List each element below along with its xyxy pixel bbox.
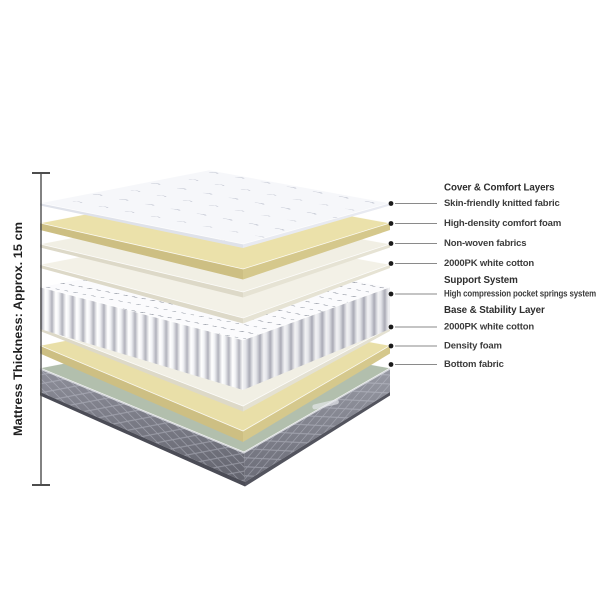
label-pocket-springs: High compression pocket springs system (444, 289, 596, 300)
leader-line-white-cotton-bottom (388, 324, 437, 330)
bottom-fabric-quilt-left (40, 368, 245, 482)
bottom-fabric-rim-right (245, 392, 390, 487)
section-header-support: Support System (444, 275, 518, 286)
leader-line-density-foam (388, 343, 437, 349)
white-cotton-top-side-left (40, 264, 243, 324)
label-comfort-foam: High-density comfort foam (444, 218, 561, 229)
section-header-base: Base & Stability Layer (444, 305, 545, 316)
layer-knitted-fabric (39, 169, 391, 248)
density-foam-side-right (243, 345, 390, 442)
label-density-foam: Density foam (444, 341, 502, 352)
leader-lines (388, 201, 437, 367)
comfort-foam-side-right (243, 223, 390, 280)
label-white-cotton-bottom: 2000PK white cotton (444, 322, 534, 333)
leader-line-white-cotton-top (388, 261, 437, 266)
layer-labels: Cover & Comfort Layers Skin-friendly kni… (444, 183, 596, 370)
bottom-fabric-quilt-right (244, 368, 390, 482)
thickness-dimension: Mattress Thickness: Approx. 15 cm (13, 172, 50, 486)
knitted-fabric-side-right (243, 203, 390, 248)
white-cotton-bottom-side-left (40, 327, 243, 412)
leader-line-bottom-fabric (388, 362, 437, 367)
non-woven-side-right (243, 244, 390, 298)
label-knitted-fabric: Skin-friendly knitted fabric (444, 198, 560, 209)
label-white-cotton-top: 2000PK white cotton (444, 258, 534, 269)
thickness-label: Mattress Thickness: Approx. 15 cm (13, 222, 25, 436)
pocket-springs-side-left (40, 287, 243, 390)
leader-line-knitted-fabric (388, 201, 437, 206)
pocket-springs-side-right-shade (243, 287, 390, 390)
white-cotton-bottom-side-right (243, 327, 390, 412)
label-non-woven: Non-woven fabrics (444, 238, 526, 249)
section-header-cover: Cover & Comfort Layers (444, 183, 555, 194)
brand-tag (312, 399, 339, 410)
knitted-fabric-side-left (40, 203, 243, 248)
leader-line-non-woven (388, 241, 437, 246)
comfort-foam-side-left (40, 223, 243, 280)
bottom-fabric-rim (40, 392, 245, 487)
pocket-springs-side-right (243, 287, 390, 390)
label-bottom-fabric: Bottom fabric (444, 359, 504, 370)
non-woven-side-left (40, 244, 243, 298)
leader-line-comfort-foam (388, 221, 437, 226)
white-cotton-top-side-right (243, 264, 390, 324)
density-foam-side-left (40, 345, 243, 442)
bottom-fabric-piping (39, 368, 391, 454)
knitted-fabric-quilt-pattern (40, 170, 390, 244)
leader-line-pocket-springs (388, 291, 437, 297)
